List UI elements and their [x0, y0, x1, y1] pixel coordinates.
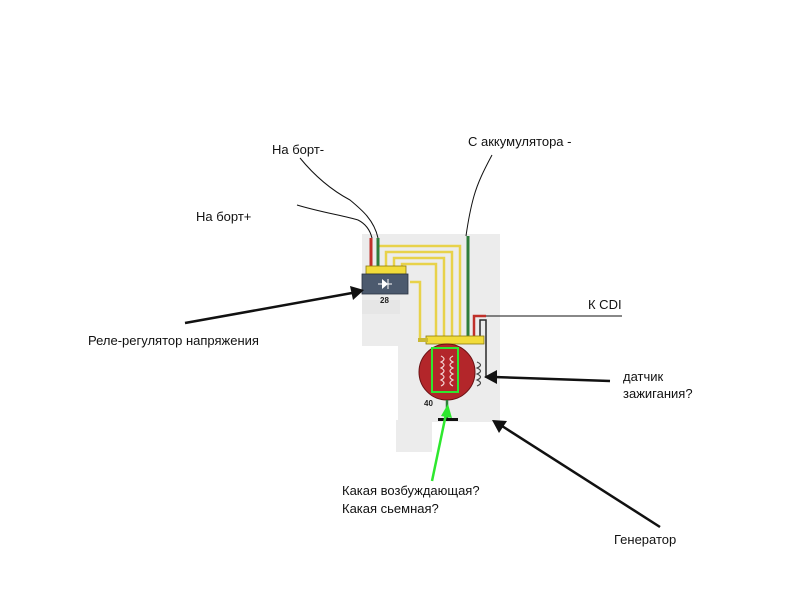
arrow-regulator — [184, 286, 364, 325]
leader-board-plus — [296, 204, 373, 239]
arrow-generator — [492, 420, 661, 529]
scan-background-tail — [396, 420, 432, 452]
coil-highlight-box — [431, 347, 459, 393]
black-wire-to-cdi — [479, 319, 487, 378]
leader-board-minus — [299, 157, 379, 239]
label-regulator: Реле-регулятор напряжения — [88, 333, 259, 348]
label-to-cdi: К CDI — [588, 297, 622, 312]
label-ignition-sensor-line2: зажигания? — [623, 386, 693, 401]
pickup-coil — [475, 361, 482, 387]
arrow-ignition-sensor — [484, 370, 611, 384]
label-ignition-sensor-line1: датчик — [623, 369, 664, 384]
arrow-question-coil — [430, 404, 452, 482]
label-board-plus: На борт+ — [196, 209, 252, 224]
voltage-regulator: 28 — [361, 265, 409, 305]
label-question-line2: Какая сьемная? — [342, 501, 439, 516]
generator: 40 — [418, 343, 482, 421]
scan-background-mid — [362, 300, 400, 314]
label-question-line1: Какая возбуждающая? — [342, 483, 480, 498]
red-wire-to-cdi — [472, 314, 486, 338]
label-battery-minus: С аккумулятора - — [468, 134, 572, 149]
leader-battery-minus — [465, 154, 493, 237]
generator-part-number: 40 — [424, 399, 433, 408]
label-generator: Генератор — [614, 532, 677, 547]
exciter-coil — [439, 355, 455, 387]
label-board-minus: На борт- — [272, 142, 325, 157]
regulator-part-number: 28 — [380, 296, 389, 305]
generator-connector — [425, 335, 485, 345]
ground-symbol — [438, 418, 458, 421]
